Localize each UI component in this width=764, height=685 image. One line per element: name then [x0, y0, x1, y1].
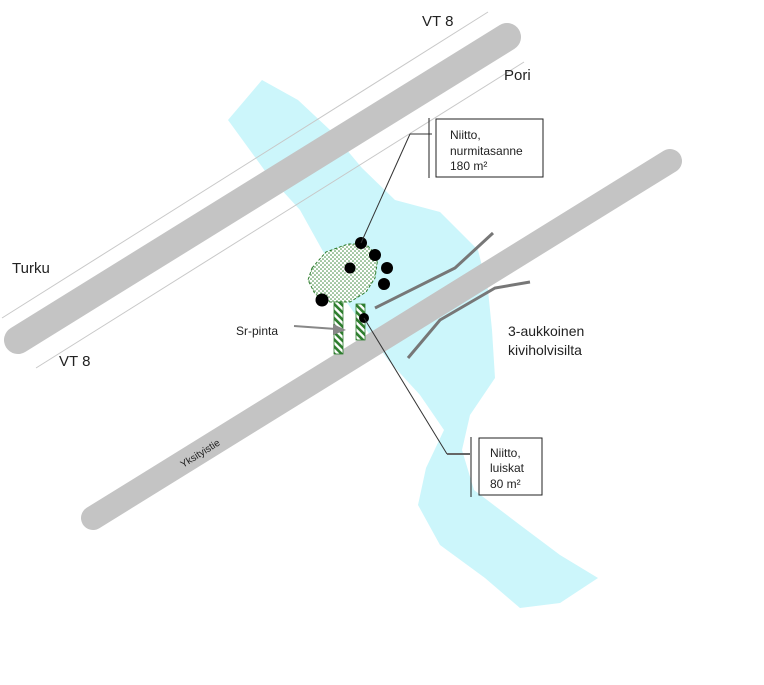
meadow-area [307, 243, 379, 303]
marker-6 [315, 293, 329, 307]
vt8-edge-north [1, 11, 489, 319]
leader-lower [363, 317, 448, 455]
label-pori: Pori [504, 67, 531, 84]
callout-lower: Niitto, luiskat 80 m² [470, 437, 543, 497]
label-turku: Turku [12, 260, 50, 277]
callout-upper: Niitto, nurmitasanne 180 m² [428, 118, 544, 178]
sr-pinta-arrow-shaft [293, 325, 337, 330]
private-road [81, 149, 682, 530]
vt8-edge-south [35, 61, 525, 369]
marker-3 [381, 262, 393, 274]
label-vt8-top: VT 8 [422, 13, 453, 30]
marker-5 [344, 262, 356, 274]
river [228, 80, 598, 608]
vt8-road [4, 23, 521, 354]
guard-rail-lower [406, 280, 531, 359]
callout-lower-line3: 80 m² [490, 477, 521, 491]
sr-pinta-arrow-head [333, 324, 346, 335]
label-vt8-bottom: VT 8 [59, 353, 90, 370]
leader-upper [360, 133, 411, 244]
callout-upper-line1: Niitto, [450, 128, 481, 142]
callout-lower-line1: Niitto, [490, 446, 521, 460]
marker-2 [369, 249, 381, 261]
callout-upper-line3: 180 m² [450, 159, 487, 173]
marker-4 [378, 278, 390, 290]
label-bridge-line1: 3-aukkoinen [508, 323, 584, 339]
label-bridge-line2: kiviholvisilta [508, 342, 582, 358]
callout-upper-line2: nurmitasanne [450, 144, 523, 158]
guard-rail-upper [374, 231, 495, 310]
callout-lower-line2: luiskat [490, 461, 525, 475]
label-sr-pinta: Sr-pinta [236, 324, 278, 338]
